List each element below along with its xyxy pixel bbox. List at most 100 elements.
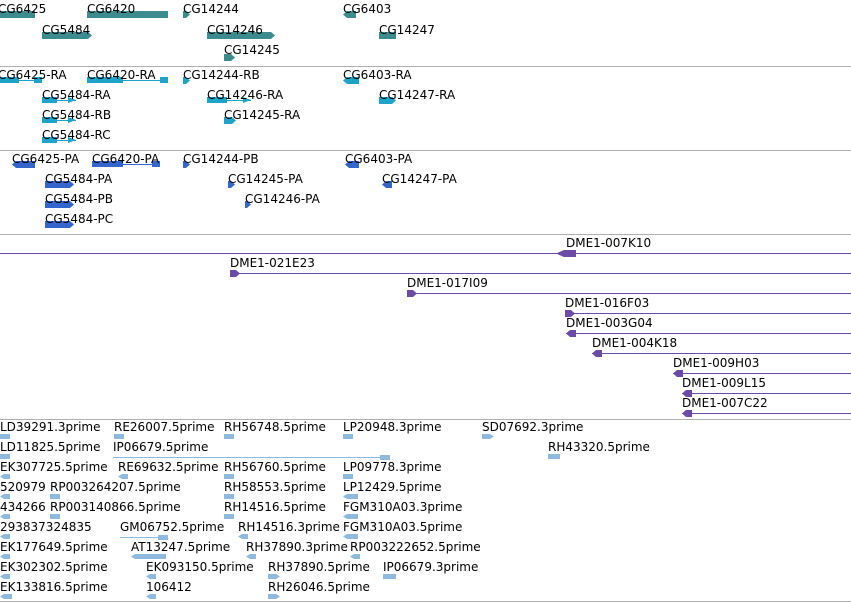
feature-label[interactable]: EK307725.5prime (0, 460, 108, 474)
feature-label[interactable]: DME1-007C22 (682, 396, 768, 410)
feature-label[interactable]: DME1-004K18 (592, 336, 678, 350)
feature-label[interactable]: CG6425-RA (0, 68, 67, 82)
feature-label[interactable]: RH58553.5prime (224, 480, 326, 494)
feature-label[interactable]: IP06679.3prime (383, 560, 479, 574)
feature-label[interactable]: LP20948.3prime (343, 420, 442, 434)
feature-label[interactable]: RH14516.3prime (238, 520, 340, 534)
feature-label[interactable]: RE26007.5prime (114, 420, 215, 434)
feature-label[interactable]: CG5484-RC (42, 128, 111, 142)
feature-glyph (146, 594, 156, 599)
feature-label[interactable]: CG14245-PA (228, 172, 303, 186)
feature-label[interactable]: CG6420-PA (92, 152, 160, 166)
feature-label[interactable]: CG6425 (0, 2, 47, 16)
feature-label[interactable]: RH56748.5prime (224, 420, 326, 434)
feature-label[interactable]: 520979 (0, 480, 46, 494)
feature-glyph (45, 181, 74, 188)
feature-glyph (379, 32, 396, 39)
feature-label[interactable]: EK093150.5prime (146, 560, 254, 574)
feature-label[interactable]: CG6403 (343, 2, 392, 16)
intron-line (92, 164, 160, 165)
feature-label[interactable]: LP09778.3prime (343, 460, 442, 474)
intron-line (42, 120, 76, 121)
feature-label[interactable]: DME1-016F03 (565, 296, 650, 310)
feature-label[interactable]: FGM310A03.3prime (343, 500, 463, 514)
feature-label[interactable]: CG6425-PA (12, 152, 80, 166)
feature-label[interactable]: DME1-009H03 (673, 356, 760, 370)
feature-label[interactable]: FGM310A03.5prime (343, 520, 463, 534)
feature-glyph (228, 181, 235, 188)
feature-label[interactable]: DME1-017I09 (407, 276, 488, 290)
clone-line (673, 373, 851, 374)
feature-label[interactable]: CG6403-PA (345, 152, 413, 166)
feature-glyph (114, 434, 124, 439)
feature-label[interactable]: SD07692.3prime (482, 420, 584, 434)
feature-label[interactable]: CG14246 (207, 23, 263, 37)
feature-glyph (224, 474, 234, 479)
feature-label[interactable]: EK177649.5prime (0, 540, 108, 554)
feature-label[interactable]: DME1-003G04 (566, 316, 653, 330)
feature-label[interactable]: CG14247-PA (382, 172, 457, 186)
feature-label[interactable]: CG6420-RA (87, 68, 156, 82)
feature-label[interactable]: 434266 (0, 500, 46, 514)
feature-glyph (146, 574, 156, 579)
feature-label[interactable]: CG5484 (42, 23, 91, 37)
feature-label[interactable]: DME1-007K10 (566, 236, 652, 250)
feature-glyph (0, 474, 10, 479)
feature-glyph (183, 77, 190, 84)
feature-label[interactable]: CG14244 (183, 2, 239, 16)
feature-label[interactable]: 293837324835 (0, 520, 92, 534)
feature-glyph (183, 11, 190, 18)
feature-label[interactable]: CG6420 (87, 2, 136, 16)
feature-glyph (343, 434, 353, 439)
exon-block (87, 77, 123, 83)
track-separator (0, 150, 851, 151)
feature-label[interactable]: RP003264207.5prime (50, 480, 181, 494)
feature-label[interactable]: LP12429.5prime (343, 480, 442, 494)
feature-label[interactable]: CG5484-PB (45, 192, 114, 206)
feature-label[interactable]: EK133816.5prime (0, 580, 108, 594)
est-end-block (380, 455, 390, 460)
feature-label[interactable]: AT13247.5prime (131, 540, 231, 554)
exon-block (207, 97, 227, 103)
feature-label[interactable]: CG14245-RA (224, 108, 301, 122)
feature-label[interactable]: LD39291.3prime (0, 420, 101, 434)
exon-block (0, 77, 19, 83)
feature-label[interactable]: CG5484-PA (45, 172, 113, 186)
feature-label[interactable]: DME1-021E23 (230, 256, 315, 270)
feature-label[interactable]: EK302302.5prime (0, 560, 108, 574)
feature-label[interactable]: CG14244-PB (183, 152, 259, 166)
feature-label[interactable]: RP003140866.5prime (50, 500, 181, 514)
feature-glyph (0, 11, 35, 18)
feature-label[interactable]: 106412 (146, 580, 192, 594)
feature-label[interactable]: CG14244-RB (183, 68, 260, 82)
feature-label[interactable]: CG14245 (224, 43, 280, 57)
feature-glyph (343, 77, 359, 84)
feature-label[interactable]: RH37890.5prime (268, 560, 370, 574)
feature-label[interactable]: CG14247-RA (379, 88, 456, 102)
feature-label[interactable]: RH26046.5prime (268, 580, 370, 594)
clone-end-marker (230, 270, 240, 277)
feature-label[interactable]: RH14516.5prime (224, 500, 326, 514)
feature-label[interactable]: RP003222652.5prime (350, 540, 481, 554)
feature-label[interactable]: IP06679.5prime (113, 440, 209, 454)
feature-glyph (224, 117, 236, 124)
exon-block (243, 97, 251, 103)
feature-label[interactable]: CG14247 (379, 23, 435, 37)
feature-label[interactable]: LD11825.5prime (0, 440, 101, 454)
feature-label[interactable]: CG6403-RA (343, 68, 412, 82)
clone-end-marker (673, 370, 683, 377)
feature-label[interactable]: GM06752.5prime (120, 520, 225, 534)
feature-label[interactable]: RH56760.5prime (224, 460, 326, 474)
feature-label[interactable]: CG5484-PC (45, 212, 114, 226)
feature-label[interactable]: RE69632.5prime (118, 460, 219, 474)
feature-label[interactable]: RH43320.5prime (548, 440, 650, 454)
clone-end-marker (566, 330, 576, 337)
feature-label[interactable]: CG14246-RA (207, 88, 284, 102)
feature-label[interactable]: CG5484-RA (42, 88, 111, 102)
est-span-line (113, 457, 390, 458)
exon-block (68, 117, 76, 123)
feature-label[interactable]: DME1-009L15 (682, 376, 766, 390)
feature-label[interactable]: RH37890.3prime (246, 540, 348, 554)
feature-label[interactable]: CG5484-RB (42, 108, 112, 122)
feature-label[interactable]: CG14246-PA (245, 192, 320, 206)
